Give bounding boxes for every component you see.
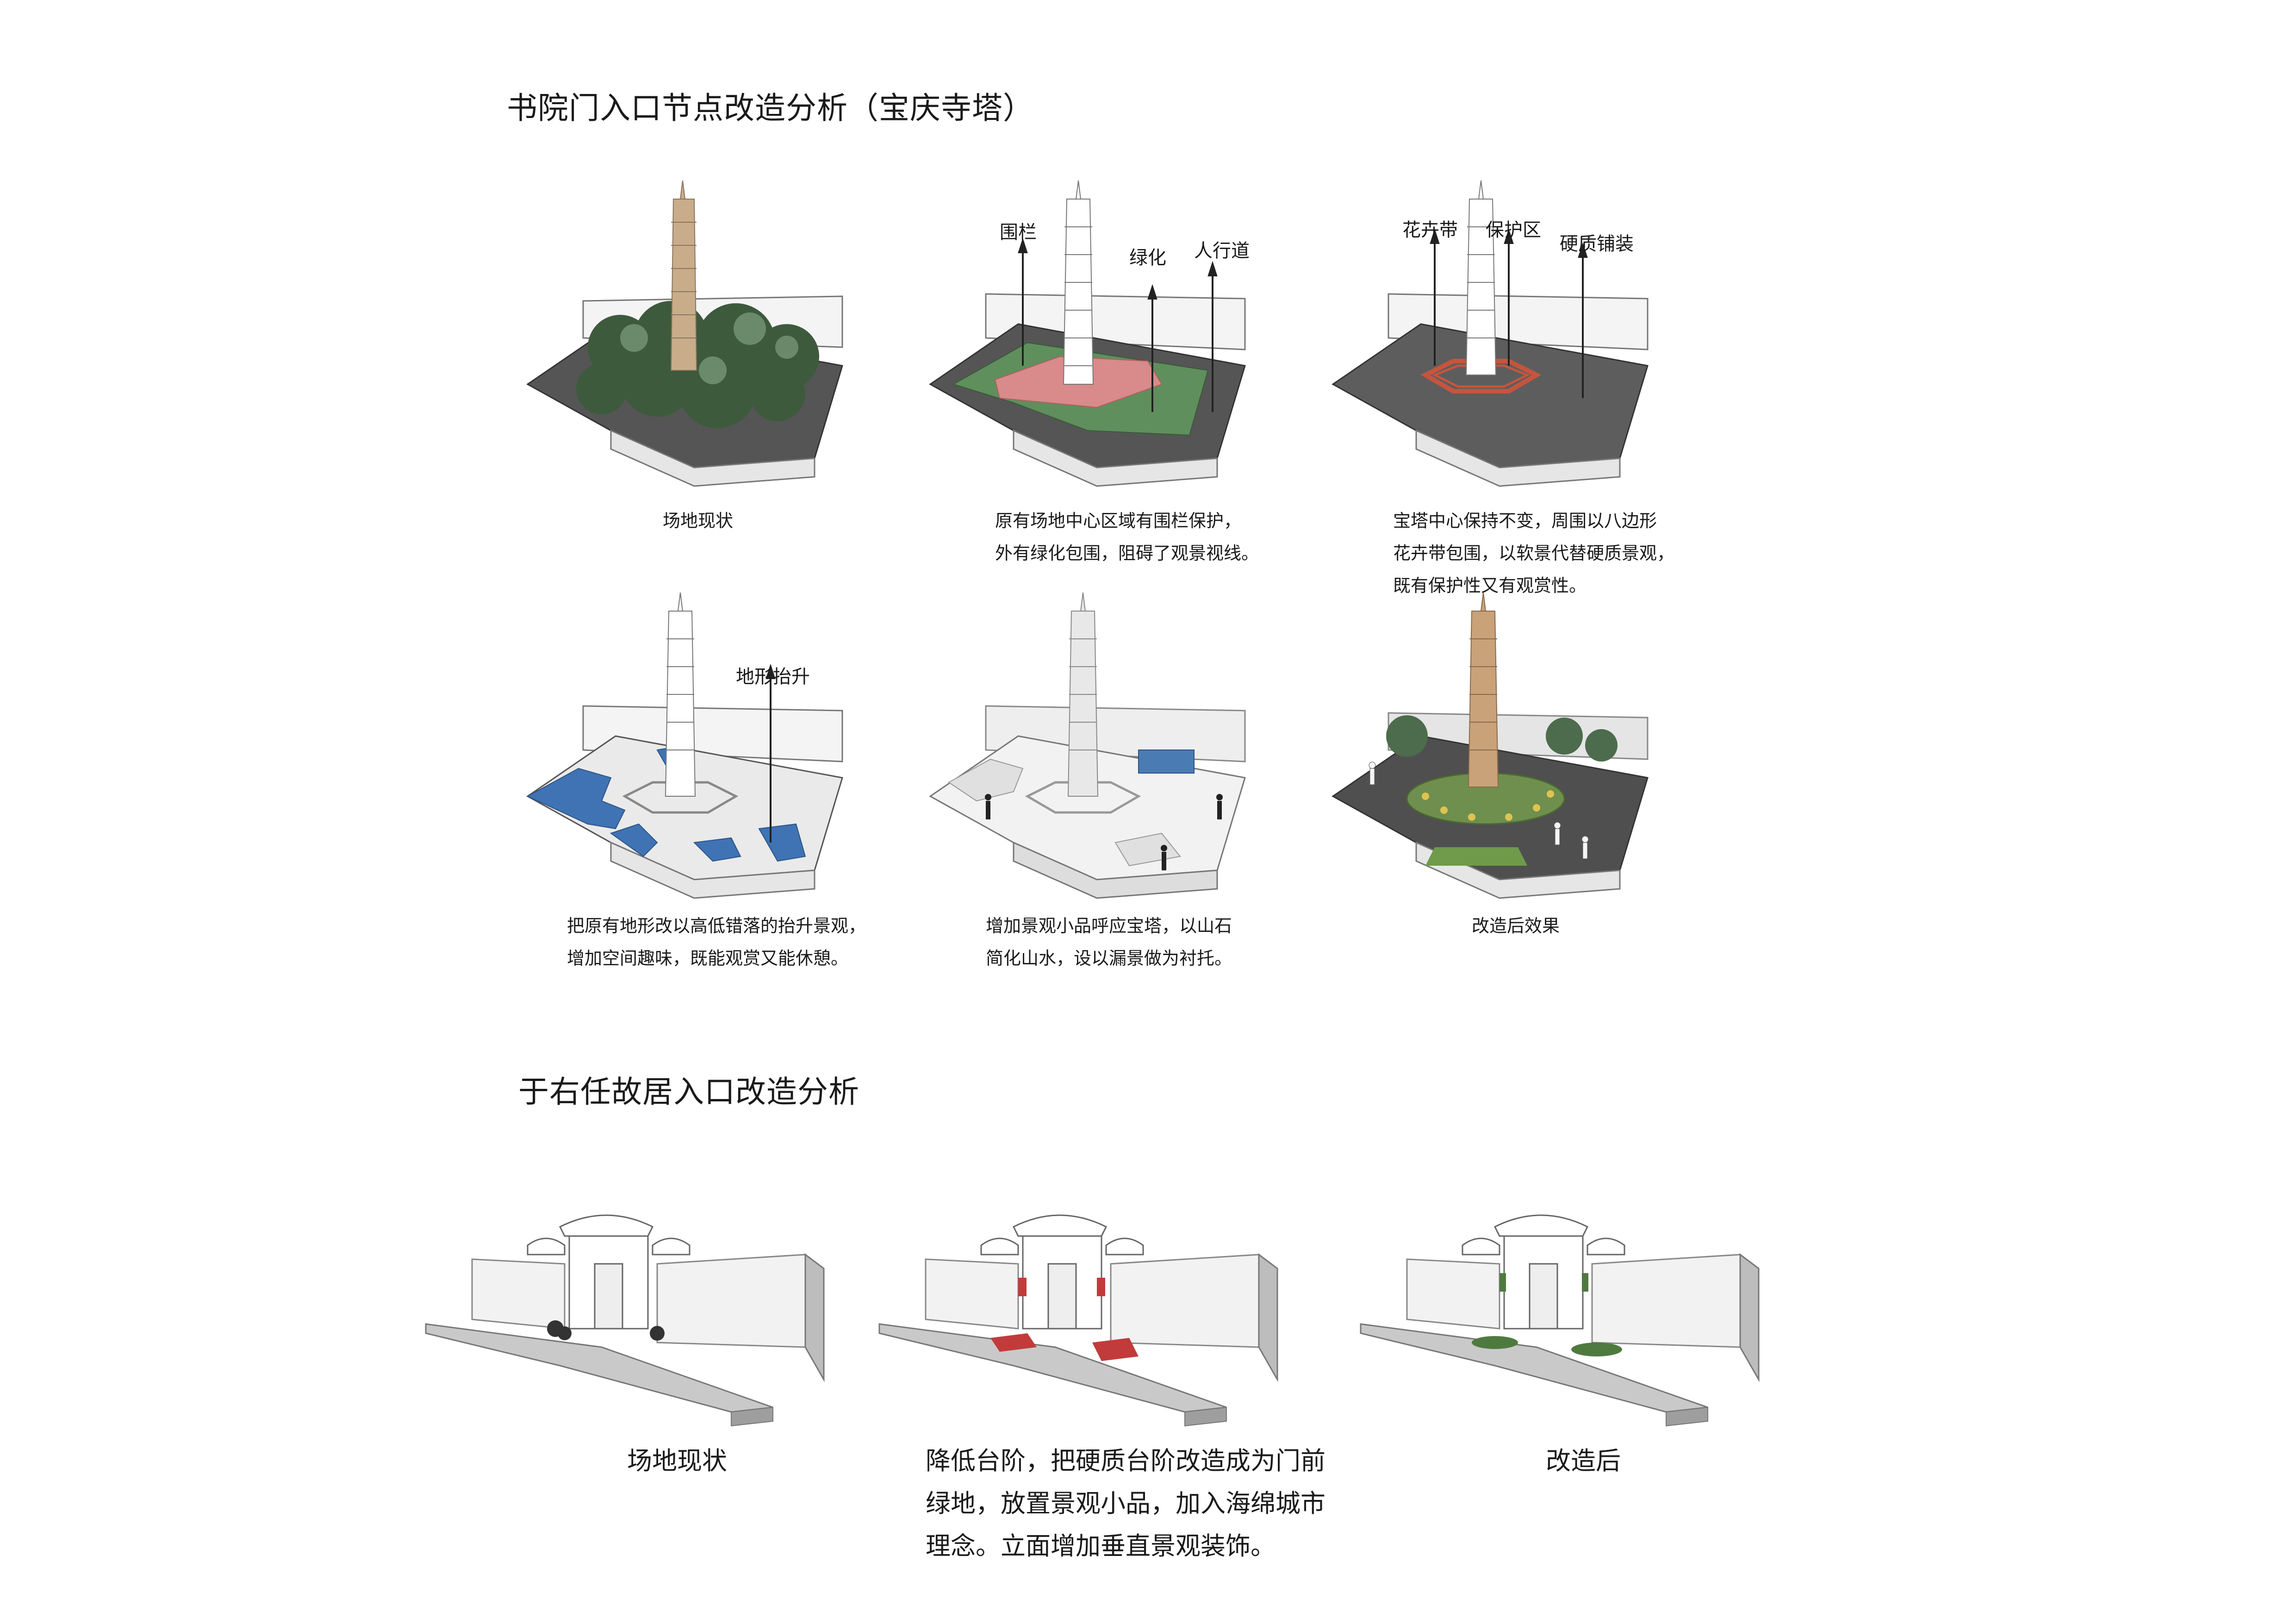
leader-lines [1430, 228, 1588, 398]
flower-band-svg: 花卉带 保护区 硬质铺装 [1332, 180, 1649, 487]
label-greenery: 绿化 [1129, 247, 1166, 269]
caption-landscape-features: 增加景观小品呼应宝塔，以山石 简化山水，设以漏景做为衬托。 [986, 916, 1232, 968]
label-hard-paving: 硬质铺装 [1560, 233, 1634, 255]
diagram-residence-after [1360, 1194, 1760, 1435]
landscape-features-svg [929, 592, 1246, 899]
flower-dots [1422, 790, 1554, 821]
diagram-residence-lower-steps [878, 1194, 1278, 1435]
label-fence: 围栏 [1000, 222, 1037, 243]
site-current-svg [526, 180, 843, 487]
diagram-final-effect [1324, 583, 1657, 907]
pagoda-icon [670, 180, 697, 371]
pagoda-icon [1468, 592, 1499, 787]
label-terrain-raise: 地形抬升 [736, 666, 810, 687]
trees-highlight [620, 312, 798, 384]
pagoda-icon [1465, 180, 1497, 375]
people-figures [1369, 762, 1589, 859]
residence-after-svg [1360, 1214, 1760, 1427]
gate-building-icon [980, 1214, 1144, 1330]
caption-residence-lower-steps: 降低台阶，把硬质台阶改造成为门前 绿地，放置景观小品，加入海绵城市 理念。立面增… [926, 1446, 1325, 1561]
diagram-flower-band: 花卉带 保护区 硬质铺装 [1324, 171, 1657, 495]
residence-current-svg [425, 1214, 825, 1427]
section1-title: 书院门入口节点改造分析（宝庆寺塔） [507, 90, 1034, 126]
pagoda-icon [1063, 180, 1094, 385]
final-effect-svg [1332, 592, 1649, 899]
gate-building-icon [527, 1214, 691, 1330]
red-step-areas [990, 1278, 1139, 1361]
residence-lower-steps-svg [878, 1214, 1278, 1427]
diagram-terrain-raise: 地形抬升 [518, 583, 852, 907]
caption-flower-band: 宝塔中心保持不变，周围以八边形 花卉带包围，以软景代替硬质景观， 既有保护性又有… [1393, 511, 1675, 596]
label-flower-band: 花卉带 [1402, 219, 1458, 241]
diagram-fence-greenery: 围栏 绿化 人行道 [921, 171, 1254, 495]
caption-site-current: 场地现状 [663, 511, 734, 531]
plants [547, 1320, 665, 1341]
diagram-landscape-features [921, 583, 1254, 907]
fence-greenery-svg: 围栏 绿化 人行道 [929, 180, 1250, 487]
diagram-site-current [518, 171, 852, 495]
caption-residence-after: 改造后 [1546, 1446, 1621, 1475]
trees-cluster [1386, 715, 1618, 762]
section2-title: 于右任故居入口改造分析 [518, 1074, 859, 1110]
label-sidewalk: 人行道 [1194, 240, 1250, 262]
leader-lines [765, 663, 776, 843]
people-figures [985, 794, 1223, 870]
caption-fence-greenery: 原有场地中心区域有围栏保护， 外有绿化包围，阻碍了观景视线。 [995, 511, 1259, 563]
caption-residence-current: 场地现状 [627, 1446, 727, 1475]
green-planting [1472, 1273, 1622, 1356]
leader-lines [1018, 237, 1218, 412]
caption-final-effect: 改造后效果 [1472, 916, 1560, 936]
diagram-residence-current [425, 1194, 825, 1435]
pagoda-icon [1067, 592, 1099, 797]
pagoda-icon [665, 592, 696, 797]
label-protected-area: 保护区 [1486, 219, 1541, 241]
terrain-raise-svg: 地形抬升 [526, 592, 843, 899]
caption-terrain-raise: 把原有地形改以高低错落的抬升景观， 增加空间趣味，既能观赏又能休憩。 [567, 916, 866, 968]
